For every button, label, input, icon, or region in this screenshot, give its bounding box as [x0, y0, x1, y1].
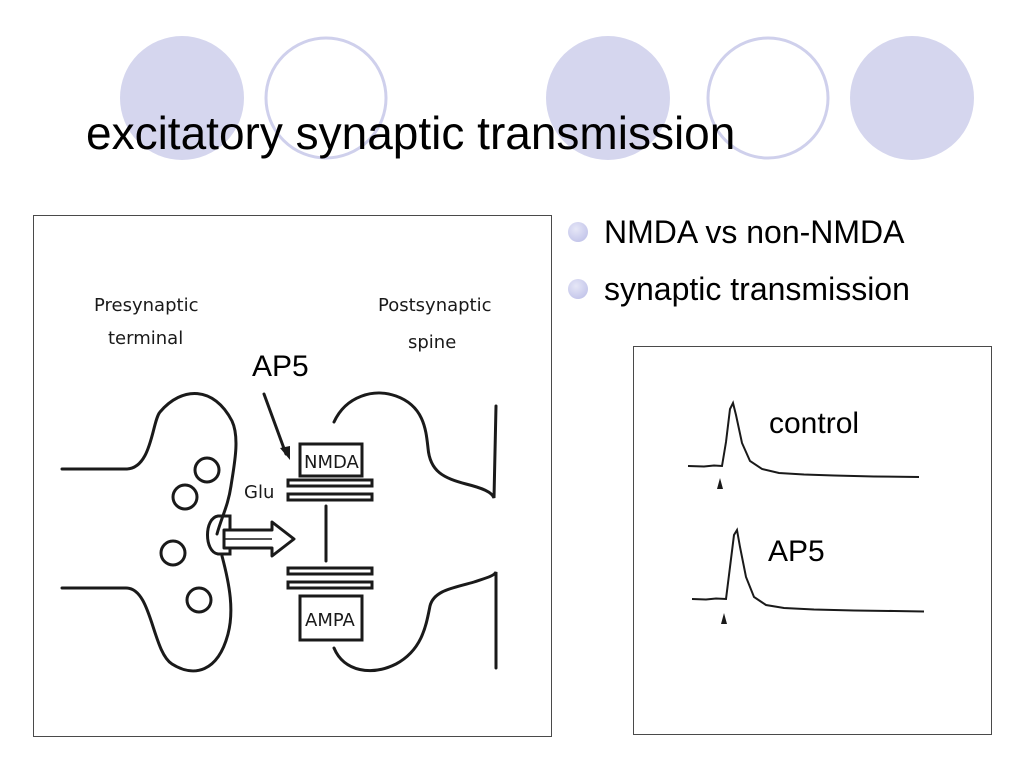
presynaptic-label: terminal [108, 328, 183, 349]
deco-circle-filled-1 [120, 36, 244, 160]
presynaptic-label: Presynaptic [94, 295, 198, 316]
ampa-receptor-label: AMPA [305, 610, 356, 631]
slide-title: excitatory synaptic transmission [86, 107, 736, 159]
control-trace-label: control [769, 407, 859, 440]
postsynaptic-membrane-top [332, 391, 498, 499]
bullet-text: synaptic transmission [604, 271, 910, 307]
synapse-diagram: Presynaptic terminal Postsynaptic spine … [60, 295, 498, 673]
bullet-list: NMDA vs non-NMDA synaptic transmission [568, 204, 910, 318]
epsp-traces: control AP5 [687, 400, 925, 624]
deco-circle-outline-2 [706, 36, 830, 160]
nmda-receptor-box [298, 442, 364, 478]
bullet-dot-icon [568, 279, 588, 299]
decorative-circles [120, 36, 974, 160]
bullet-item: NMDA vs non-NMDA [568, 204, 910, 261]
ap5-pointer-arrowhead [280, 446, 290, 460]
nmda-receptor-label: NMDA [304, 452, 360, 473]
deco-circle-filled-2 [546, 36, 670, 160]
deco-circle-filled-3 [850, 36, 974, 160]
synapse-diagram-panel: Presynaptic terminal Postsynaptic spine … [33, 215, 552, 737]
control-trace [687, 400, 920, 478]
ap5-blocker-label: AP5 [252, 350, 309, 383]
postsynaptic-membrane-bottom [332, 571, 498, 672]
ap5-trace [691, 527, 925, 613]
bullet-text: NMDA vs non-NMDA [604, 214, 905, 250]
stimulus-marker-icon [721, 613, 727, 624]
ap5-trace-label: AP5 [768, 535, 825, 568]
ampa-receptor-box [298, 594, 364, 642]
glutamate-label: Glu [244, 482, 274, 503]
presynaptic-membrane-bottom [60, 554, 233, 673]
postsynaptic-density-top [286, 492, 374, 502]
postsynaptic-density-bottom [286, 566, 374, 576]
deco-circle-outline-1 [264, 36, 388, 160]
docked-vesicle [206, 514, 232, 556]
vesicle [171, 483, 199, 511]
postsynaptic-label: spine [408, 332, 456, 353]
vesicle [185, 586, 213, 614]
stimulus-marker-icon [717, 478, 723, 489]
postsynaptic-label: Postsynaptic [378, 295, 492, 316]
bullet-item: synaptic transmission [568, 261, 910, 318]
bullet-dot-icon [568, 222, 588, 242]
postsynaptic-density-bottom [286, 580, 374, 590]
ap5-pointer-line [262, 392, 288, 456]
presynaptic-membrane-top [60, 392, 238, 536]
vesicle [193, 456, 221, 484]
vesicle [159, 539, 187, 567]
postsynaptic-density-top [286, 478, 374, 488]
epsp-traces-panel: control AP5 [633, 346, 992, 735]
